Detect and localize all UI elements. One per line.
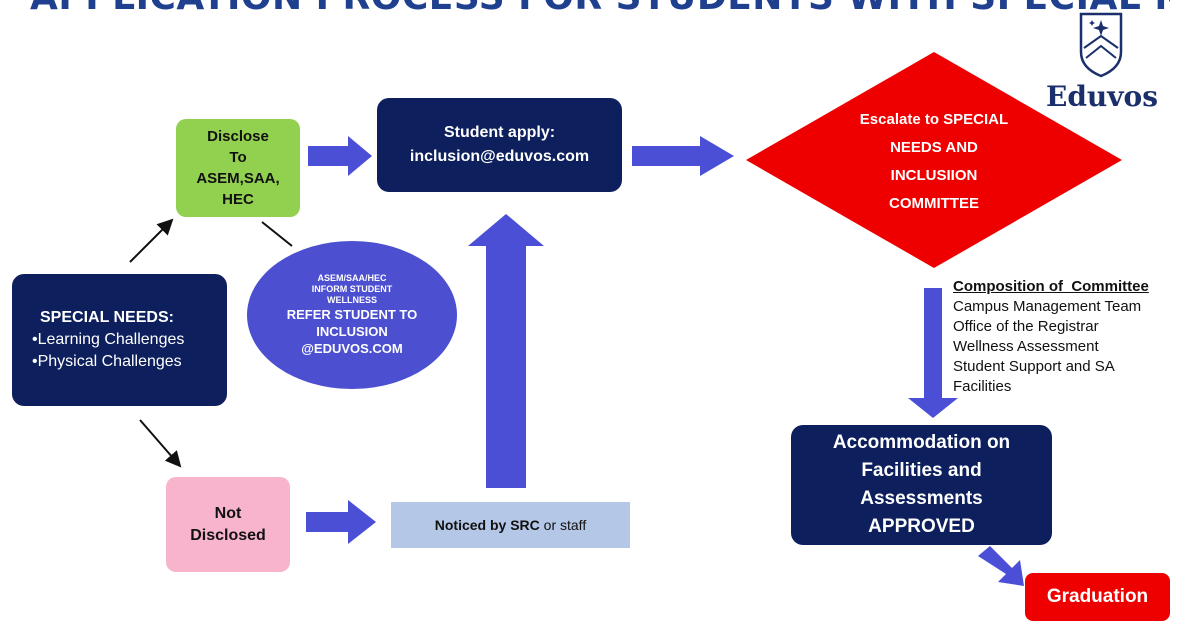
- graduation-label: Graduation: [1046, 586, 1149, 607]
- shield-crest-icon: [1079, 12, 1123, 78]
- not-disclosed-line-2: Disclosed: [190, 526, 266, 544]
- inform-line-1: REFER STUDENT TO: [286, 307, 418, 322]
- accommodation-approved-box: Accommodation on Facilities and Assessme…: [791, 425, 1052, 545]
- committee-heading: Composition of Committee: [953, 278, 1149, 295]
- not-disclosed-line-1: Not: [214, 504, 242, 522]
- disclose-box: Disclose To ASEM,SAA, HEC: [176, 119, 300, 217]
- disclose-line-2: To: [229, 149, 247, 166]
- accommodation-line-3: Assessments: [860, 488, 983, 509]
- block-arrow-apply-escalate: [632, 136, 734, 176]
- arrow-to-not-disclosed: [139, 419, 182, 468]
- disclose-line-3: ASEM,SAA,: [196, 170, 280, 187]
- committee-member: Office of the Registrar: [953, 318, 1099, 335]
- block-arrow-noticed-apply: [468, 214, 544, 488]
- special-needs-box: SPECIAL NEEDS: •Learning Challenges •Phy…: [12, 274, 227, 406]
- accommodation-line-2: Facilities and: [861, 460, 982, 481]
- logo-text: Eduvos: [1046, 80, 1158, 113]
- student-apply-email: inclusion@eduvos.com: [409, 148, 590, 165]
- noticed-bold: Noticed by SRC: [434, 517, 540, 533]
- disclose-line-1: Disclose: [207, 128, 269, 145]
- inform-small-1: ASEM/SAA/HEC: [317, 273, 387, 283]
- escalate-line-4: COMMITTEE: [889, 195, 979, 212]
- accommodation-line-4: APPROVED: [868, 516, 975, 537]
- committee-member: Student Support and SA: [953, 358, 1115, 375]
- page-title: APPLICATION PROCESS FOR STUDENTS WITH SP…: [30, 0, 1170, 18]
- escalate-text: Escalate to SPECIAL NEEDS AND INCLUSIION…: [834, 104, 1034, 220]
- inform-small-3: WELLNESS: [326, 295, 377, 305]
- arrow-to-disclose: [129, 218, 174, 263]
- noticed-rest: or staff: [539, 517, 587, 533]
- disclose-line-4: HEC: [222, 191, 254, 208]
- inform-wellness-ellipse: ASEM/SAA/HEC INFORM STUDENT WELLNESS REF…: [247, 241, 457, 389]
- graduation-box: Graduation: [1025, 573, 1170, 621]
- committee-member: Campus Management Team: [953, 298, 1142, 315]
- block-arrow-accommodation-graduation: [978, 546, 1024, 586]
- escalate-line-3: INCLUSIION: [890, 167, 978, 184]
- inform-small-2: INFORM STUDENT: [311, 284, 393, 294]
- inform-line-3: @EDUVOS.COM: [301, 341, 403, 356]
- block-arrow-disclose-apply: [308, 136, 372, 176]
- committee-composition: Composition of Committee Campus Manageme…: [953, 277, 1188, 397]
- connector-disclose-inform: [261, 221, 293, 247]
- special-needs-item-learning: •Learning Challenges: [32, 331, 185, 348]
- committee-member: Facilities: [953, 378, 1012, 395]
- inform-line-2: INCLUSION: [316, 324, 388, 339]
- block-arrow-escalate-accommodation: [908, 288, 958, 418]
- not-disclosed-box: Not Disclosed: [166, 477, 290, 572]
- student-apply-box: Student apply: inclusion@eduvos.com: [377, 98, 622, 192]
- escalate-line-2: NEEDS AND: [890, 139, 978, 156]
- logo: Eduvos: [1046, 8, 1158, 113]
- block-arrow-notdisclosed-noticed: [306, 500, 376, 544]
- committee-member: Wellness Assessment: [953, 338, 1099, 355]
- noticed-by-src-box: Noticed by SRC or staff: [391, 502, 630, 548]
- escalate-line-1: Escalate to SPECIAL: [859, 111, 1009, 128]
- special-needs-item-physical: •Physical Challenges: [32, 353, 182, 370]
- special-needs-heading: SPECIAL NEEDS:: [40, 309, 174, 326]
- escalate-diamond: [746, 52, 1122, 268]
- accommodation-line-1: Accommodation on: [832, 432, 1011, 453]
- student-apply-line-1: Student apply:: [443, 124, 556, 141]
